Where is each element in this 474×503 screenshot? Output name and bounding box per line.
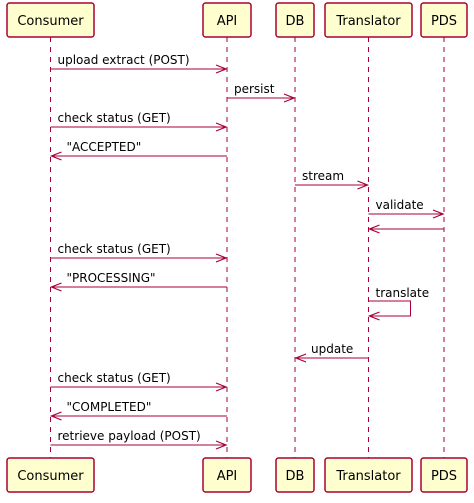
participant-consumer-bottom: Consumer [6,457,95,493]
participant-translator-bottom: Translator [324,457,413,493]
arrow-head [49,411,62,421]
arrow-head [215,64,228,74]
arrow-head [49,282,62,292]
message-11: update [294,342,369,363]
message-line [368,300,411,317]
message-label: persist [234,82,275,96]
message-label: stream [302,169,344,183]
message-14: retrieve payload (POST) [50,429,228,450]
participant-translator-top: Translator [324,2,413,38]
message-4: "ACCEPTED" [49,140,227,161]
participant-box [275,457,315,493]
message-12: check status (GET) [50,371,228,392]
participant-label: API [217,469,238,484]
participant-box [324,2,413,38]
participant-db-bottom: DB [275,457,315,493]
message-9: "PROCESSING" [49,271,227,292]
message-label: "COMPLETED" [67,400,152,414]
participant-pds-top: PDS [420,2,468,38]
arrow-head [367,224,380,234]
arrow-head [283,93,296,103]
participant-box [275,2,315,38]
arrow-head [215,382,228,392]
message-label: upload extract (POST) [58,53,190,67]
participant-db-top: DB [275,2,315,38]
participant-box [420,2,468,38]
arrow-head [49,151,62,161]
message-label: validate [376,198,424,212]
message-3: check status (GET) [50,111,228,132]
participant-label: API [217,14,238,29]
arrow-head [432,209,445,219]
participant-api-top: API [202,2,252,38]
participant-box [324,457,413,493]
arrow-head [367,311,380,321]
arrow-head [215,440,228,450]
message-label: "PROCESSING" [67,271,156,285]
arrow-head [357,180,370,190]
message-5: stream [295,169,370,190]
arrow-head [215,122,228,132]
message-label: retrieve payload (POST) [58,429,201,443]
participant-label: Translator [335,469,401,484]
message-7 [367,224,444,234]
message-label: check status (GET) [58,371,171,385]
message-1: upload extract (POST) [50,53,228,74]
message-label: check status (GET) [58,242,171,256]
participant-consumer-top: Consumer [6,2,95,38]
participant-label: PDS [431,14,457,29]
message-label: "ACCEPTED" [67,140,142,154]
participant-box [202,2,252,38]
participant-api-bottom: API [202,457,252,493]
participant-label: DB [286,14,305,29]
participant-box [6,457,95,493]
participant-label: Translator [335,14,401,29]
participant-pds-bottom: PDS [420,457,468,493]
participant-box [202,457,252,493]
message-label: update [311,342,353,356]
participant-label: DB [286,469,305,484]
participant-label: Consumer [17,14,84,29]
message-6: validate [368,198,445,219]
arrow-head [294,353,307,363]
participant-label: PDS [431,469,457,484]
message-13: "COMPLETED" [49,400,227,421]
message-10: translate [367,286,430,321]
participant-label: Consumer [17,469,84,484]
participant-box [420,457,468,493]
message-8: check status (GET) [50,242,228,263]
message-label: check status (GET) [58,111,171,125]
message-label: translate [376,286,430,300]
arrow-head [215,253,228,263]
participant-box [6,2,95,38]
message-2: persist [227,82,296,103]
